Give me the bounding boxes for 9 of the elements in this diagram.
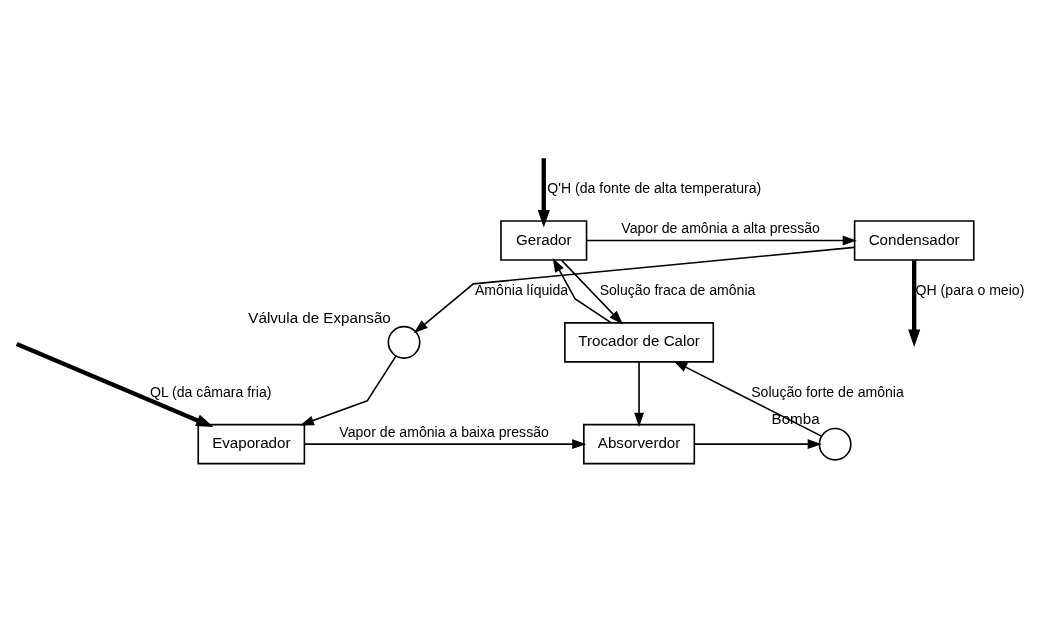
- edge-label: Vapor de amônia a baixa pressão: [339, 423, 549, 440]
- edge-label: Vapor de amônia a alta pressão: [621, 219, 820, 236]
- node-label: Válvula de Expansão: [248, 308, 391, 326]
- edge-label: Solução forte de amônia: [751, 383, 904, 400]
- edge-label: Solução fraca de amônia: [599, 281, 756, 298]
- edge-label: Amônia líquida: [474, 281, 569, 298]
- edge-label: Q'H (da fonte de alta temperatura): [547, 179, 762, 196]
- edge-label: QL (da câmara fria): [149, 383, 272, 400]
- edge-label: QH (para o meio): [915, 281, 1025, 298]
